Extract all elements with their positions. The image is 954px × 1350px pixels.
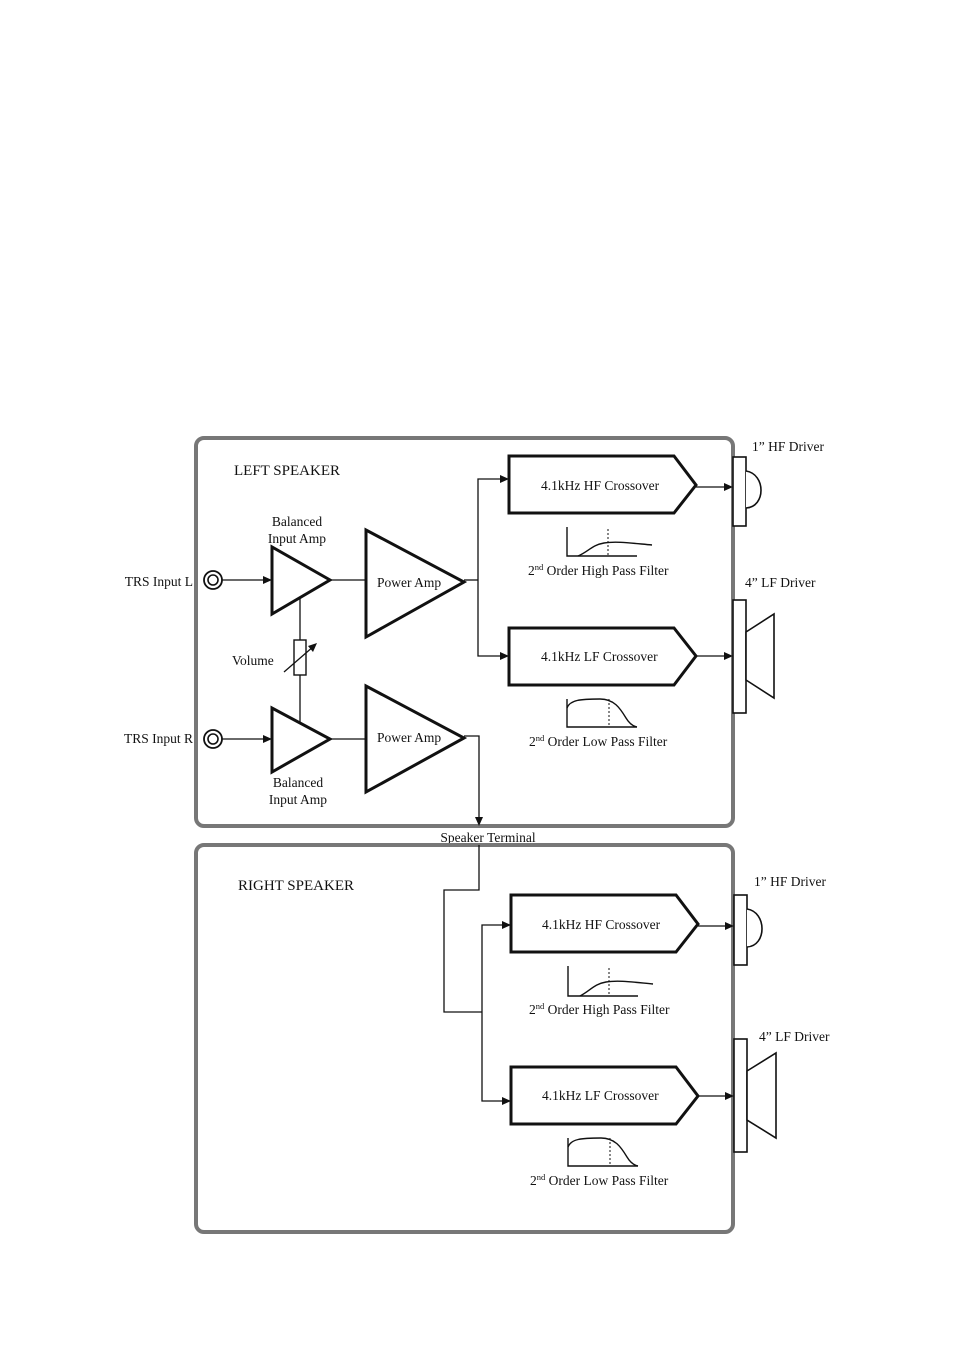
arrow-icon	[502, 1097, 511, 1105]
left-speaker-title: LEFT SPEAKER	[234, 463, 340, 479]
right-hf-crossover-box	[509, 893, 700, 954]
arrow-icon	[308, 643, 317, 652]
speaker-terminal-label[interactable]: Speaker Terminal	[440, 830, 535, 845]
balanced-amp-bottom-label-1: Balanced	[273, 775, 323, 790]
left-hf-crossover-box	[507, 454, 698, 515]
arrow-icon	[263, 735, 272, 743]
right-low-pass-curve-icon	[567, 1137, 639, 1167]
power-amp-bottom-icon	[364, 683, 468, 795]
arrow-icon	[475, 817, 483, 826]
left-lf-crossover-box	[507, 626, 698, 687]
left-high-pass-filter-label: 2nd Order High Pass Filter	[528, 562, 669, 578]
left-hf-crossover-label: 4.1kHz HF Crossover	[541, 478, 660, 493]
left-hf-driver-label: 1” HF Driver	[752, 439, 824, 454]
trs-input-l-label: TRS Input L	[125, 574, 193, 589]
right-speaker-title: RIGHT SPEAKER	[238, 878, 354, 894]
right-high-pass-filter-label: 2nd Order High Pass Filter	[529, 1001, 670, 1017]
power-amp-bottom-label: Power Amp	[377, 730, 441, 745]
right-low-pass-filter-label: 2nd Order Low Pass Filter	[530, 1172, 669, 1188]
balanced-amp-top-label-1: Balanced	[272, 514, 322, 529]
right-high-pass-curve-icon	[567, 966, 654, 997]
arrow-icon	[724, 483, 733, 491]
left-lf-crossover-label: 4.1kHz LF Crossover	[541, 649, 658, 664]
volume-label: Volume	[232, 653, 274, 668]
left-lf-driver-label: 4” LF Driver	[745, 575, 816, 590]
left-high-pass-curve-icon	[566, 527, 653, 557]
right-lf-driver-label: 4” LF Driver	[759, 1029, 830, 1044]
power-amp-top-icon	[364, 527, 468, 640]
trs-input-l-jack-icon[interactable]	[203, 570, 223, 590]
left-lf-driver-icon	[732, 599, 775, 714]
arrow-icon	[263, 576, 272, 584]
balanced-input-amp-bottom-icon	[270, 705, 334, 775]
trs-input-r-label: TRS Input R	[124, 731, 193, 746]
balanced-input-amp-top-icon	[270, 544, 333, 617]
balanced-amp-top-label-2: Input Amp	[268, 531, 326, 546]
power-amp-top-label: Power Amp	[377, 575, 441, 590]
right-hf-driver-label: 1” HF Driver	[754, 874, 826, 889]
left-hf-driver-icon	[732, 456, 762, 527]
right-hf-crossover-label: 4.1kHz HF Crossover	[542, 917, 661, 932]
balanced-amp-bottom-label-2: Input Amp	[269, 792, 327, 807]
left-low-pass-curve-icon	[566, 698, 638, 728]
left-low-pass-filter-label: 2nd Order Low Pass Filter	[529, 733, 668, 749]
right-speaker-panel	[194, 843, 735, 1234]
trs-input-r-jack-icon[interactable]	[203, 729, 223, 749]
right-lf-driver-icon	[733, 1038, 777, 1153]
arrow-icon	[724, 652, 733, 660]
arrow-icon	[502, 921, 511, 929]
arrow-icon	[500, 475, 509, 483]
right-hf-driver-icon	[733, 894, 763, 966]
arrow-icon	[725, 922, 734, 930]
arrow-icon	[725, 1092, 734, 1100]
arrow-icon	[500, 652, 509, 660]
right-lf-crossover-label: 4.1kHz LF Crossover	[542, 1088, 659, 1103]
right-lf-crossover-box	[509, 1065, 700, 1126]
